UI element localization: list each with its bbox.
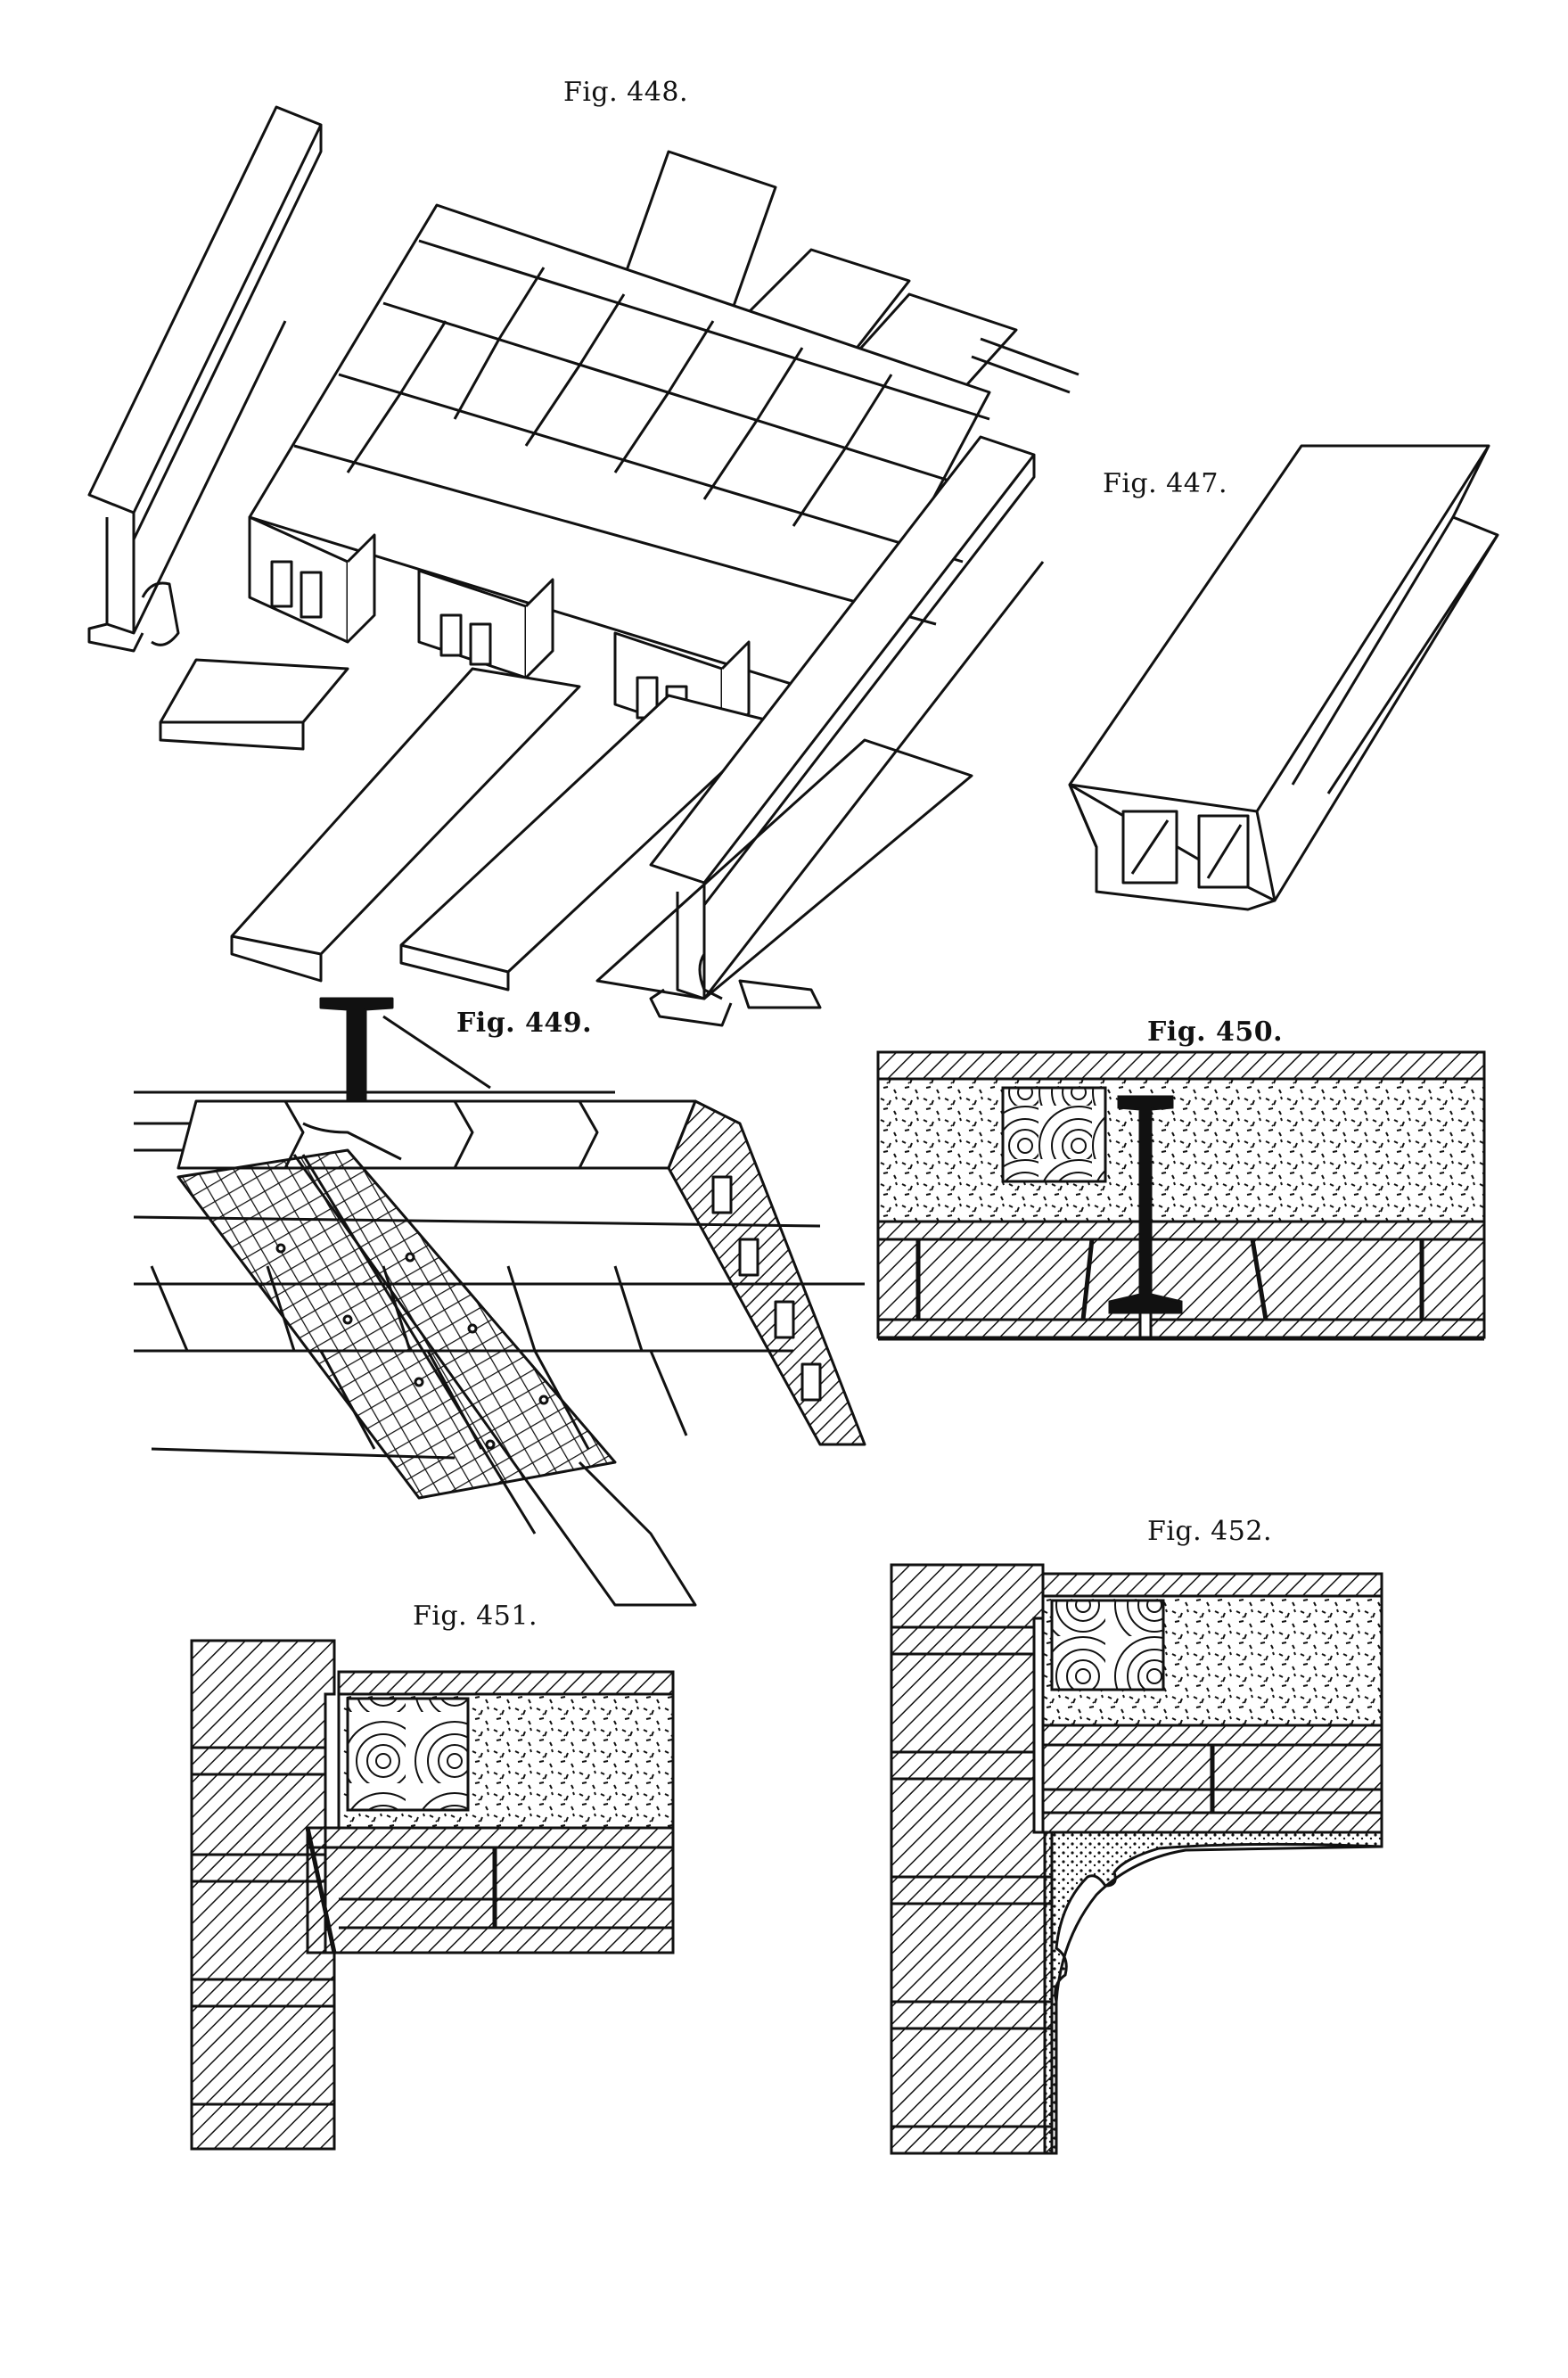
fig-452-caption: Fig. 452. bbox=[1147, 1516, 1272, 1547]
fig-447-drawing bbox=[1052, 437, 1515, 945]
fig-451-drawing bbox=[192, 1641, 673, 2149]
fig-448-drawing bbox=[80, 98, 1088, 981]
fig-447-caption: Fig. 447. bbox=[1103, 468, 1227, 499]
fig-448-caption: Fig. 448. bbox=[563, 77, 688, 108]
fig-449-caption: Fig. 449. bbox=[456, 1008, 593, 1039]
fig-451-caption: Fig. 451. bbox=[413, 1600, 538, 1632]
fig-452-drawing bbox=[891, 1565, 1391, 2153]
fig-449-drawing bbox=[116, 999, 883, 1605]
fig-450-caption: Fig. 450. bbox=[1147, 1016, 1284, 1048]
fig-450-drawing bbox=[878, 1052, 1484, 1355]
